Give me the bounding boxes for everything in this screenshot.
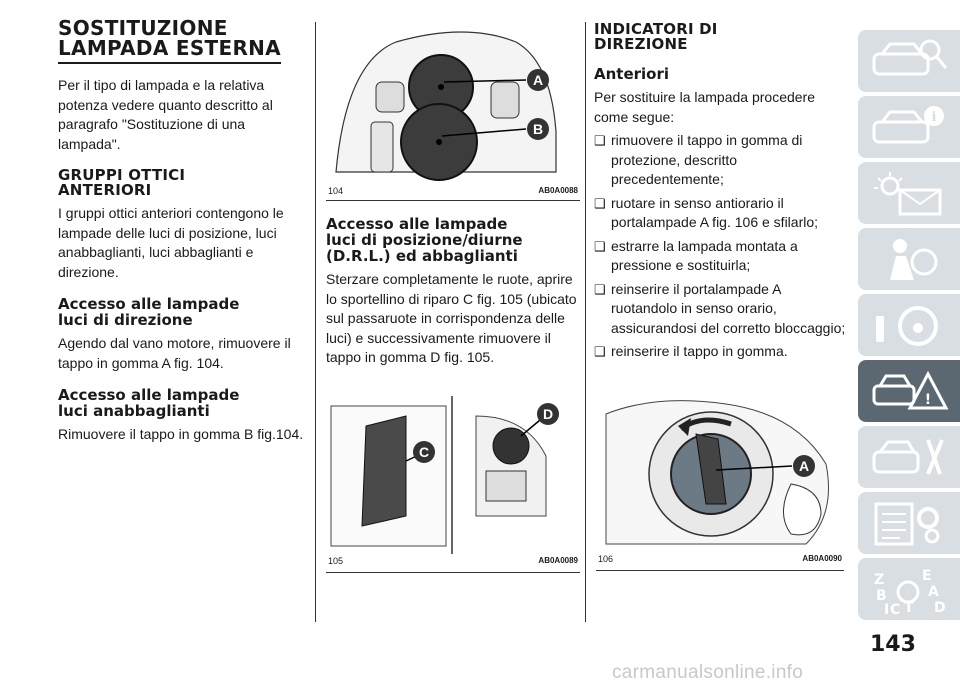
paragraph-drl: Sterzare completamente le ruote, aprire … bbox=[326, 271, 577, 365]
callout-c: C bbox=[419, 444, 429, 460]
airbag-person-icon bbox=[890, 239, 938, 280]
figure-code: AB0A0090 bbox=[802, 554, 842, 563]
svg-text:B: B bbox=[876, 588, 887, 604]
list-item: ruotare in senso antiorario il portalamp… bbox=[594, 194, 846, 233]
bulb-holder-illustration: A bbox=[605, 400, 829, 545]
svg-text:!: ! bbox=[925, 392, 931, 408]
callout-d: D bbox=[543, 406, 553, 422]
wheel-arch-illustration: C D bbox=[330, 396, 559, 554]
tab-driving[interactable] bbox=[858, 294, 960, 356]
figure-code: AB0A0089 bbox=[538, 556, 578, 565]
car-search-icon bbox=[872, 39, 948, 76]
tab-index[interactable]: Z E B A C T D I bbox=[858, 558, 960, 620]
svg-text:E: E bbox=[922, 568, 932, 584]
figure-104: A B 104 AB0A0088 bbox=[326, 22, 580, 201]
tab-car-info[interactable]: i bbox=[858, 96, 960, 158]
car-info-icon: i bbox=[872, 106, 944, 144]
svg-text:C: C bbox=[890, 602, 900, 616]
paragraph-luci-anabbaglianti: Rimuovere il tappo in gomma B fig.104. bbox=[58, 426, 304, 442]
tab-maintenance[interactable] bbox=[858, 426, 960, 488]
list-item: estrarre la lampada montata a pressione … bbox=[594, 237, 846, 276]
headlamp-rear-illustration: A B bbox=[335, 31, 557, 181]
chapter-tabs: i ! Z E B A C T D I bbox=[858, 30, 960, 624]
figure-number: 106 bbox=[598, 554, 614, 564]
figure-caption: 106 AB0A0090 bbox=[596, 552, 844, 564]
figure-caption: 104 AB0A0088 bbox=[326, 184, 580, 196]
tab-emergency[interactable]: ! bbox=[858, 360, 960, 422]
page-number: 143 bbox=[870, 632, 916, 657]
column-divider bbox=[585, 22, 586, 622]
svg-text:Z: Z bbox=[874, 572, 884, 588]
callout-b: B bbox=[533, 121, 543, 137]
intro-paragraph: Per il tipo di lampada e la relativa pot… bbox=[58, 77, 273, 152]
figure-105: C D 105 AB0A0089 bbox=[326, 396, 580, 573]
steps-list: rimuovere il tappo in gomma di protezion… bbox=[594, 131, 846, 362]
column-divider bbox=[315, 22, 316, 622]
tab-safety[interactable] bbox=[858, 228, 960, 290]
list-item: reinserire il portalampade A ruotandolo … bbox=[594, 280, 846, 339]
paragraph-anteriori: Per sostituire la lampada procedere come… bbox=[594, 89, 816, 125]
paragraph-luci-direzione: Agendo dal vano motore, rimuovere il tap… bbox=[58, 335, 291, 371]
list-item: reinserire il tappo in gomma. bbox=[594, 342, 846, 362]
paragraph-gruppi-ottici: I gruppi ottici anteriori contengono le … bbox=[58, 205, 284, 280]
svg-text:A: A bbox=[928, 584, 939, 600]
heading-anteriori: Anteriori bbox=[594, 65, 670, 83]
warning-light-icon bbox=[874, 172, 942, 216]
figure-code: AB0A0088 bbox=[538, 186, 578, 195]
figure-106: A 106 AB0A0090 bbox=[596, 394, 844, 571]
figure-number: 105 bbox=[328, 556, 344, 566]
alphabet-index-icon: Z E B A C T D I bbox=[874, 568, 946, 616]
watermark: carmanualsonline.info bbox=[612, 662, 804, 683]
svg-text:T: T bbox=[904, 600, 914, 616]
svg-text:I: I bbox=[884, 602, 889, 616]
figure-number: 104 bbox=[328, 186, 344, 196]
callout-a: A bbox=[533, 72, 543, 88]
callout-a: A bbox=[799, 458, 809, 474]
car-service-icon bbox=[872, 439, 944, 475]
specs-list-icon bbox=[874, 502, 940, 546]
tab-technical-data[interactable] bbox=[858, 492, 960, 554]
figure-caption: 105 AB0A0089 bbox=[326, 554, 580, 566]
svg-text:D: D bbox=[934, 600, 946, 616]
list-item: rimuovere il tappo in gomma di protezion… bbox=[594, 131, 846, 190]
tab-warning-lights[interactable] bbox=[858, 162, 960, 224]
steering-wheel-icon bbox=[876, 306, 938, 346]
car-breakdown-icon: ! bbox=[872, 370, 949, 410]
svg-text:i: i bbox=[932, 110, 937, 125]
tab-car-search[interactable] bbox=[858, 30, 960, 92]
